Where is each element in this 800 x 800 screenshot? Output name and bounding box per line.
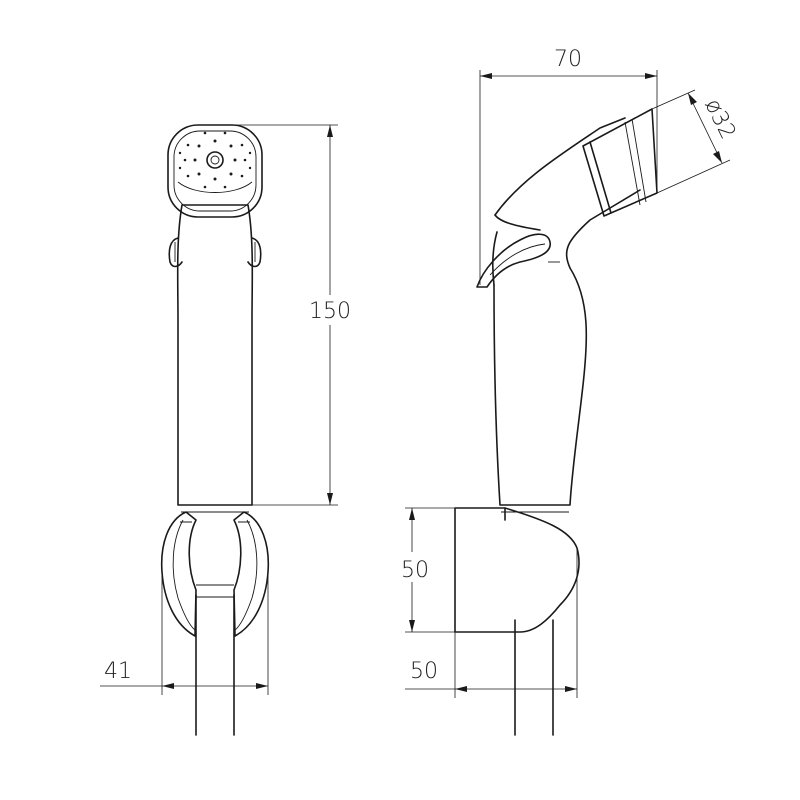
dim-side-holder-height: 50 [395,507,455,633]
dim-front-height: 150 [215,124,357,506]
dim-side-head-width: 70 [479,47,658,285]
side-handle-body [493,189,641,506]
side-hose [514,619,554,736]
front-view: 150 41 [100,124,357,736]
label-50-height: 50 [401,558,429,583]
label-150: 150 [309,299,351,324]
dim-side-holder-width: 50 [405,548,578,698]
dim-side-head-diameter: ø32 [651,89,741,194]
side-trigger [476,231,560,288]
front-handle-body [176,204,254,506]
front-lever-right [247,237,262,268]
label-50-width: 50 [410,659,438,684]
label-diameter-32: ø32 [700,95,741,143]
side-spray-head [582,108,658,217]
front-holder [160,511,270,637]
front-lever-left [168,237,183,268]
label-41: 41 [104,659,132,684]
side-head-top [494,117,626,216]
side-holder [454,507,580,633]
label-70: 70 [554,47,582,72]
dim-front-holder-width: 41 [100,572,269,695]
front-hose [195,584,235,736]
side-view: 70 ø32 50 50 [395,47,741,736]
front-spray-head [167,124,263,218]
